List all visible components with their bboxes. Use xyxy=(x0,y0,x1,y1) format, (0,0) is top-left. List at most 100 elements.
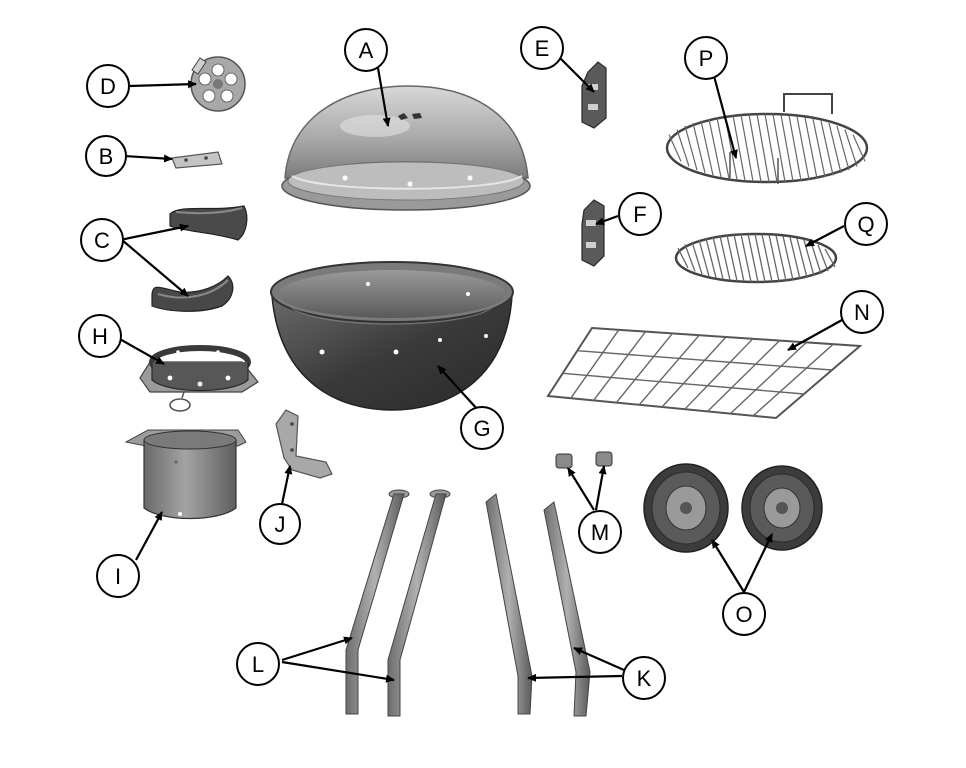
part-leg-caps xyxy=(555,451,613,469)
callout-P: P xyxy=(684,36,728,80)
grate-bar xyxy=(810,241,822,275)
callout-J: J xyxy=(259,503,301,545)
part-cooking-grate xyxy=(665,93,869,184)
grate-bar xyxy=(796,116,810,180)
shelf-bar xyxy=(729,341,807,415)
shelf-bar xyxy=(661,336,727,408)
grate-bar xyxy=(804,117,818,179)
callout-arrows xyxy=(117,57,845,683)
callout-A: A xyxy=(344,28,388,72)
callout-H: H xyxy=(78,314,122,358)
part-leg-bracket-lower xyxy=(581,199,605,267)
grate-bar xyxy=(733,234,745,282)
callout-label-G: G xyxy=(473,416,490,441)
grate-bar xyxy=(691,241,703,275)
grate-bar xyxy=(764,113,778,183)
grate-bar xyxy=(692,122,706,174)
grate-bar xyxy=(747,233,759,283)
grate-bar xyxy=(677,247,689,269)
shelf-crossbar xyxy=(577,349,833,371)
shelf-bar xyxy=(752,343,834,417)
callout-K: K xyxy=(622,656,666,700)
part-leg-bracket-upper xyxy=(581,61,607,129)
callout-label-B: B xyxy=(99,144,114,169)
part-handles xyxy=(151,205,248,312)
callout-F: F xyxy=(618,192,662,236)
grate-bar xyxy=(817,244,829,272)
callout-G: G xyxy=(460,406,504,450)
wheel-left xyxy=(643,463,729,553)
grate-bar xyxy=(852,134,866,162)
grate-bar xyxy=(836,125,850,171)
callout-label-Q: Q xyxy=(857,212,874,237)
grate-bar xyxy=(684,244,696,272)
grate-bar xyxy=(796,238,808,278)
grate-bar xyxy=(780,114,794,182)
grate-bar xyxy=(700,120,714,176)
part-vent-damper xyxy=(190,56,246,112)
grate-bar xyxy=(668,134,682,162)
callout-B: B xyxy=(85,135,127,177)
callout-label-M: M xyxy=(591,520,609,545)
part-bowl xyxy=(270,261,514,411)
grate-bar xyxy=(789,236,801,280)
callout-label-P: P xyxy=(699,46,714,71)
grate-bar xyxy=(740,234,752,282)
grate-bar xyxy=(726,234,738,282)
grate-bar xyxy=(824,248,836,268)
part-charcoal-grate xyxy=(674,232,838,284)
shelf-bar xyxy=(684,338,754,410)
callout-L: L xyxy=(236,642,280,686)
grate-bar xyxy=(772,114,786,182)
grate-bar xyxy=(775,235,787,281)
callout-label-C: C xyxy=(94,228,110,253)
grate-bar xyxy=(844,129,858,167)
grate-bar xyxy=(754,233,766,283)
callout-label-D: D xyxy=(100,74,116,99)
callout-label-J: J xyxy=(275,512,286,537)
part-lid xyxy=(281,85,531,211)
callout-N: N xyxy=(840,290,884,334)
grate-bar xyxy=(748,114,762,182)
wheel-right xyxy=(741,465,823,551)
grate-bar xyxy=(756,113,770,183)
grate-bar xyxy=(716,117,730,179)
callout-label-E: E xyxy=(535,36,550,61)
grate-bar xyxy=(698,239,710,277)
callout-label-N: N xyxy=(854,300,870,325)
part-wheels xyxy=(643,463,823,553)
grate-bar xyxy=(708,118,722,178)
callout-M: M xyxy=(578,510,622,554)
callout-label-I: I xyxy=(115,564,121,589)
grate-bar xyxy=(712,236,724,280)
grate-bar xyxy=(812,118,826,178)
grate-bar xyxy=(732,115,746,181)
part-legs-l xyxy=(345,489,451,717)
shelf-bar xyxy=(638,334,700,406)
grate-bar xyxy=(740,114,754,182)
callout-label-H: H xyxy=(92,324,108,349)
part-legs-k xyxy=(485,493,591,717)
callout-label-A: A xyxy=(359,38,374,63)
part-ash-ring xyxy=(139,345,259,412)
shelf-bar xyxy=(570,329,620,399)
grate-bar xyxy=(820,120,834,176)
grate-bar xyxy=(768,234,780,282)
callout-C: C xyxy=(80,218,124,262)
callout-label-K: K xyxy=(637,666,652,691)
part-ash-can xyxy=(124,429,247,520)
grate-bar xyxy=(705,237,717,279)
callout-label-F: F xyxy=(633,202,646,227)
part-handle-bracket xyxy=(171,151,223,169)
shelf-crossbar xyxy=(562,372,805,395)
grate-bar xyxy=(782,235,794,281)
grate-bar xyxy=(684,125,698,171)
part-bottom-shelf xyxy=(546,326,863,420)
grate-bar xyxy=(761,234,773,282)
grate-bar xyxy=(719,235,731,281)
callout-label-L: L xyxy=(252,652,264,677)
callout-Q: Q xyxy=(844,202,888,246)
callout-label-O: O xyxy=(735,602,752,627)
